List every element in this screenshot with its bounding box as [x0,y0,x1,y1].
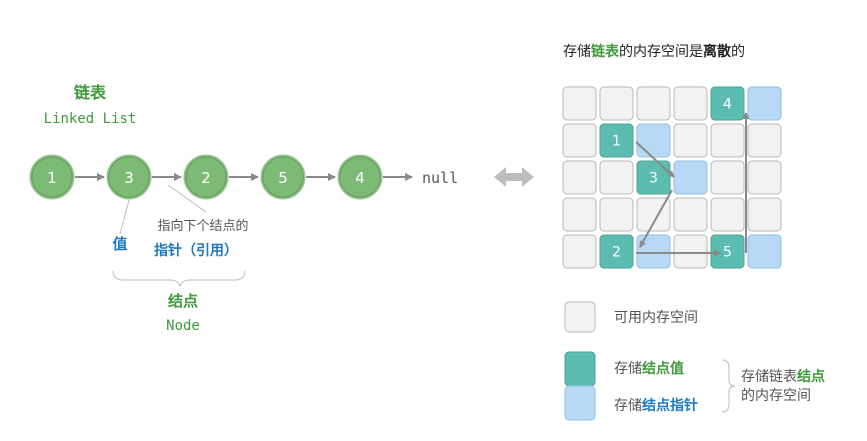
memory-cell [747,197,782,232]
legend-brace [721,359,736,413]
pointer-desc: 指向下个结点的 [157,218,248,234]
memory-cell [710,123,745,158]
memory-cell [673,197,708,232]
memory-arrow [639,189,673,248]
memory-value-cell [599,123,634,158]
memory-node-5: 5 [710,234,782,269]
linked-list-subtitle: Linked List [44,111,137,127]
memory-arrow [635,141,675,178]
memory-node-value: 4 [723,97,732,113]
memory-node-2: 2 [599,234,671,269]
memory-cell [562,160,597,195]
memory-cell [747,123,782,158]
memory-cell [710,160,745,195]
memory-title: 存储链表的内存空间是离散的 [563,43,745,60]
memory-cell [747,160,782,195]
memory-pointer-cell [747,86,782,121]
legend-value-label: 存储结点值 [614,360,684,377]
legend-value-swatch [564,351,596,387]
memory-pointer-arrows [635,112,750,257]
node-label: 结点 [168,292,198,310]
memory-cell [636,86,671,121]
memory-value-cell [599,234,634,269]
memory-node-4: 4 [710,86,782,121]
linked-list-title: 链表 [74,83,107,102]
memory-cell [673,234,708,269]
memory-node-value: 3 [649,171,658,187]
list-node-value: 1 [47,169,57,187]
memory-cell [562,234,597,269]
memory-grid [562,86,782,269]
memory-pointer-cell [673,160,708,195]
legend-group-line2: 的内存空间 [741,388,811,404]
memory-cell [599,86,634,121]
memory-cell [710,197,745,232]
list-node-4: 5 [260,154,306,200]
memory-node-value: 5 [723,245,732,261]
memory-cell [673,123,708,158]
memory-pointer-cell [636,234,671,269]
legend-group-line1: 存储链表结点 [741,368,825,385]
memory-value-cell [710,234,745,269]
value-label: 值 [112,235,127,253]
legend-pointer-swatch [564,385,596,421]
memory-cell [562,197,597,232]
memory-cell [599,197,634,232]
memory-node-3: 3 [636,160,708,195]
memory-cell [599,160,634,195]
node-label-en: Node [166,318,200,334]
legend-free-swatch [564,301,596,333]
list-node-value: 5 [278,169,288,187]
list-node-value: 3 [124,169,134,187]
value-pointer-line [119,199,130,235]
memory-value-cell [710,86,745,121]
memory-pointer-cell [636,123,671,158]
memory-pointer-cell [747,234,782,269]
legend-pointer-label: 存储结点指针 [614,397,698,414]
pointer-label: 指针（引用） [154,242,238,259]
double-arrow-icon [494,167,534,187]
memory-cell [562,86,597,121]
list-node-value: 4 [355,169,365,187]
list-node-5: 4 [337,154,383,200]
null-label: null [422,169,458,187]
memory-cell [673,86,708,121]
node-brace [112,270,246,288]
memory-node-value: 2 [612,245,621,261]
memory-cell [562,123,597,158]
legend: 可用内存空间 存储结点值 存储结点指针 存储链表结点 的内存空间 [564,301,825,421]
list-node-2: 3 [106,154,152,200]
list-node-value: 2 [201,169,211,187]
memory-node-1: 1 [599,123,671,158]
list-node-3: 2 [183,154,229,200]
memory-node-value: 1 [612,134,621,150]
list-node-1: 1 [29,154,75,200]
legend-free-label: 可用内存空间 [614,310,698,326]
pointer-desc-line [167,184,207,213]
